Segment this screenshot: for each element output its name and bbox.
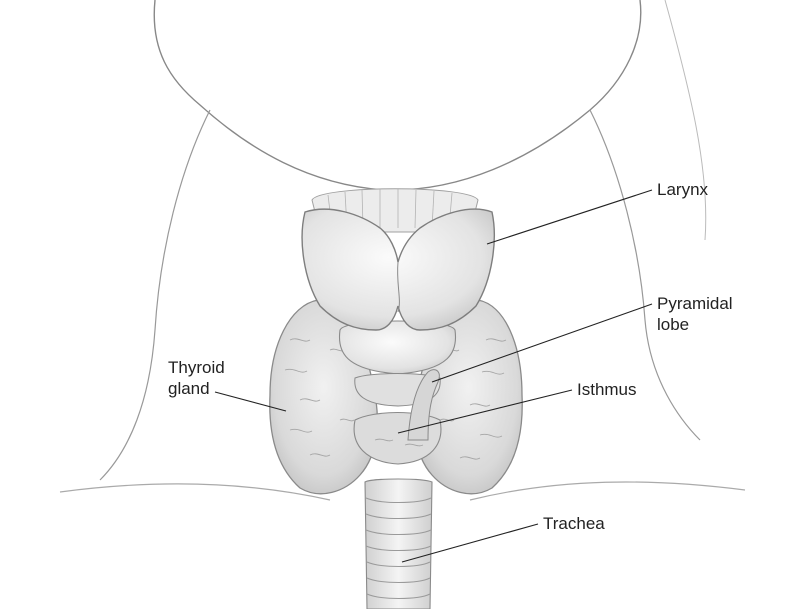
label-isthmus: Isthmus <box>577 379 637 400</box>
neck-left-outline <box>100 110 210 480</box>
label-pyramidal-lobe: Pyramidal lobe <box>657 293 733 335</box>
label-thyroid-gland: Thyroid gland <box>168 357 225 399</box>
chin-outline <box>154 0 641 190</box>
label-trachea: Trachea <box>543 513 605 534</box>
trachea <box>365 479 432 609</box>
leader-larynx <box>487 190 652 244</box>
label-larynx: Larynx <box>657 179 708 200</box>
label-thyroid-gland-line2: gland <box>168 378 225 399</box>
label-pyramidal-lobe-line1: Pyramidal <box>657 293 733 314</box>
clavicle-left <box>60 484 330 500</box>
label-pyramidal-lobe-line2: lobe <box>657 314 733 335</box>
clavicle-right <box>470 482 745 500</box>
label-isthmus-text: Isthmus <box>577 379 637 400</box>
label-trachea-text: Trachea <box>543 513 605 534</box>
label-larynx-text: Larynx <box>657 179 708 200</box>
label-thyroid-gland-line1: Thyroid <box>168 357 225 378</box>
neck-far-right-outline <box>665 0 706 240</box>
